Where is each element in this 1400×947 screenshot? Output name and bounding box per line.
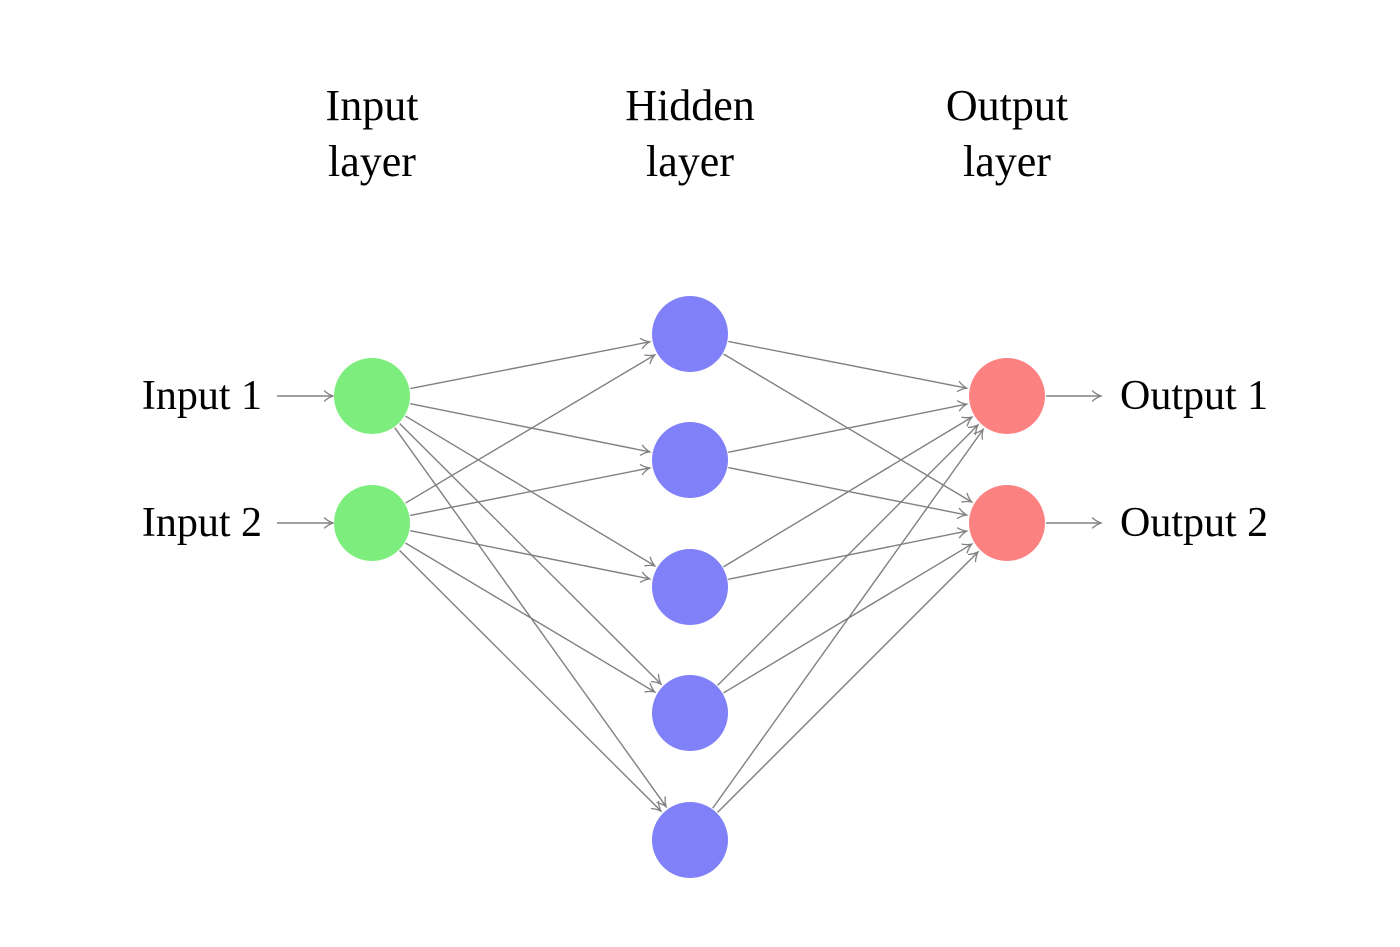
edge-hidden-layer-n2-to-output-layer-n1: [728, 400, 969, 453]
edge-input-layer-n2-to-hidden-layer-n4: [405, 542, 657, 694]
input-2-label: Input 2: [141, 500, 262, 546]
edge-input-layer-n2-to-hidden-layer-n5: [399, 550, 663, 813]
hidden-layer-node-4: [652, 675, 728, 751]
edge-hidden-layer-n1-to-output-layer-n1: [728, 340, 969, 393]
hidden-layer-node-1: [652, 296, 728, 372]
edge-hidden-layer-n3-to-output-layer-n1: [723, 416, 974, 568]
output-1-label: Output 1: [1120, 373, 1269, 419]
output-layer-header-line1: Output: [945, 81, 1069, 130]
input-layer-header-line2: layer: [328, 137, 416, 186]
hidden-layer-node-2: [652, 422, 728, 498]
input-layer-node-2: [334, 485, 410, 561]
hidden-layer-node-3: [652, 549, 728, 625]
edge-input-layer-n2-to-hidden-layer-n2: [410, 464, 652, 517]
hidden-layer-header-line1: Hidden: [625, 81, 755, 130]
hidden-layer-header: Hidden layer: [625, 78, 755, 190]
edge-hidden-layer-n4-to-output-layer-n1: [717, 423, 980, 686]
hidden-layer-node-5: [652, 802, 728, 878]
edge-hidden-layer-n5-to-output-layer-n2: [717, 550, 980, 813]
edge-input-layer-n1-to-hidden-layer-n2: [410, 403, 652, 456]
edge-input-layer-n1-to-hidden-layer-n1: [410, 337, 652, 390]
output-2-label: Output 2: [1120, 500, 1269, 546]
input-layer-header: Input layer: [326, 78, 419, 190]
hidden-layer-header-line2: layer: [646, 137, 734, 186]
edge-input-layer-n2-to-hidden-layer-n3: [410, 530, 652, 583]
input-1-label: Input 1: [141, 373, 262, 419]
input-layer-node-1: [334, 358, 410, 434]
edge-input-layer-n2-to-hidden-layer-n1: [405, 353, 657, 504]
output-layer-node-1: [969, 358, 1045, 434]
edge-hidden-layer-n5-to-output-layer-n1: [712, 427, 985, 809]
edge-input-layer-n1-to-hidden-layer-n4: [399, 423, 663, 686]
output-layer-node-2: [969, 485, 1045, 561]
output-layer-header: Output layer: [946, 78, 1068, 190]
output-layer-header-line2: layer: [963, 137, 1051, 186]
input-layer-header-line1: Input: [325, 81, 419, 130]
